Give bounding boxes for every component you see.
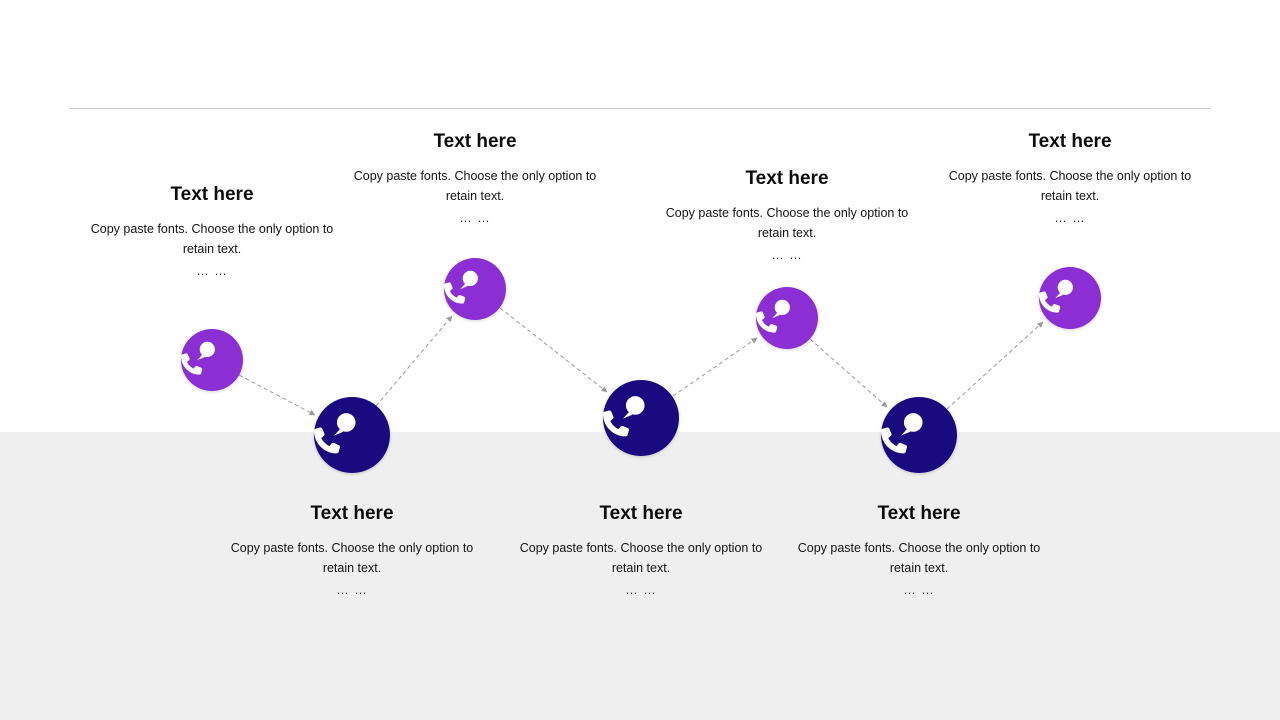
background-band bbox=[0, 432, 1280, 720]
step-node-4 bbox=[603, 380, 679, 456]
top-divider-line bbox=[70, 108, 1210, 109]
phone-call-chat-icon bbox=[1039, 278, 1101, 318]
step-node-7 bbox=[1039, 267, 1101, 329]
step-text-2: Text here Copy paste fonts. Choose the o… bbox=[222, 503, 482, 600]
step-text-1: Text here Copy paste fonts. Choose the o… bbox=[87, 184, 337, 281]
phone-call-chat-icon bbox=[444, 269, 506, 309]
step-body: Copy paste fonts. Choose the only option… bbox=[230, 541, 474, 575]
phone-call-chat-icon bbox=[603, 394, 679, 442]
step-body: Copy paste fonts. Choose the only option… bbox=[519, 541, 763, 575]
step-heading: Text here bbox=[599, 503, 683, 524]
step-text-6: Text here Copy paste fonts. Choose the o… bbox=[789, 503, 1049, 600]
step-node-3 bbox=[444, 258, 506, 320]
step-node-2 bbox=[314, 397, 390, 473]
step-node-5 bbox=[756, 287, 818, 349]
step-heading: Text here bbox=[170, 184, 254, 205]
phone-call-chat-icon bbox=[881, 411, 957, 459]
step-body: Copy paste fonts. Choose the only option… bbox=[665, 206, 909, 240]
step-body: Copy paste fonts. Choose the only option… bbox=[948, 169, 1192, 203]
step-ellipsis: … … bbox=[771, 248, 803, 262]
phone-call-chat-icon bbox=[181, 340, 243, 380]
step-ellipsis: … … bbox=[903, 583, 935, 597]
step-text-5: Text here Copy paste fonts. Choose the o… bbox=[657, 168, 917, 265]
step-heading: Text here bbox=[433, 131, 517, 152]
step-node-6 bbox=[881, 397, 957, 473]
step-body: Copy paste fonts. Choose the only option… bbox=[90, 222, 334, 256]
step-ellipsis: … … bbox=[196, 264, 228, 278]
step-body: Copy paste fonts. Choose the only option… bbox=[797, 541, 1041, 575]
step-ellipsis: … … bbox=[625, 583, 657, 597]
step-ellipsis: … … bbox=[336, 583, 368, 597]
step-ellipsis: … … bbox=[459, 211, 491, 225]
phone-call-chat-icon bbox=[756, 298, 818, 338]
step-heading: Text here bbox=[745, 168, 829, 189]
step-heading: Text here bbox=[1028, 131, 1112, 152]
phone-call-chat-icon bbox=[314, 411, 390, 459]
step-node-1 bbox=[181, 329, 243, 391]
step-body: Copy paste fonts. Choose the only option… bbox=[353, 169, 597, 203]
step-text-3: Text here Copy paste fonts. Choose the o… bbox=[345, 131, 605, 228]
step-text-7: Text here Copy paste fonts. Choose the o… bbox=[940, 131, 1200, 228]
step-heading: Text here bbox=[310, 503, 394, 524]
step-text-4: Text here Copy paste fonts. Choose the o… bbox=[511, 503, 771, 600]
step-heading: Text here bbox=[877, 503, 961, 524]
step-ellipsis: … … bbox=[1054, 211, 1086, 225]
